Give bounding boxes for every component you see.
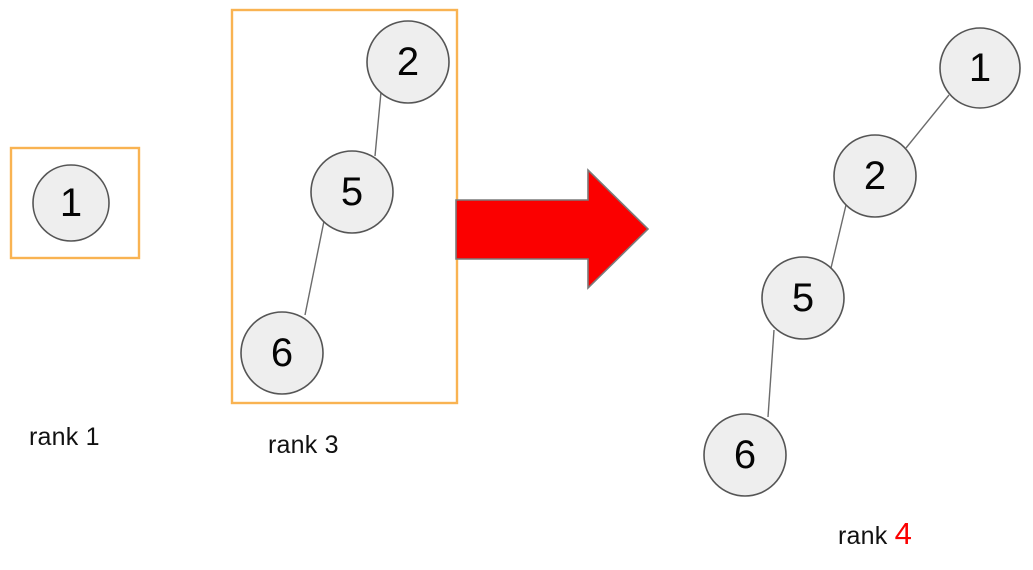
node-circle — [310, 150, 394, 234]
node-label: 2 — [864, 154, 886, 198]
node-label: 1 — [60, 181, 82, 225]
node-circle — [939, 27, 1021, 109]
edge-1-2 — [905, 94, 950, 149]
node-label: 6 — [271, 331, 293, 375]
merge-arrow-icon — [455, 168, 650, 290]
caption-rank-left-text: rank 1 — [29, 423, 100, 451]
left-group: 1 — [9, 146, 141, 260]
middle-group: 2 5 6 — [230, 8, 459, 405]
node-left-1[interactable]: 1 — [32, 164, 110, 242]
left-group-box — [9, 146, 141, 260]
node-circle — [366, 20, 450, 104]
right-group: 1 2 5 6 — [703, 27, 1021, 497]
node-mid-6[interactable]: 6 — [240, 311, 324, 395]
node-circle — [703, 413, 787, 497]
node-circle — [761, 256, 845, 340]
node-label: 5 — [792, 276, 814, 320]
node-label: 5 — [341, 170, 363, 214]
node-circle — [240, 311, 324, 395]
node-circle — [833, 134, 917, 218]
node-circle — [32, 164, 110, 242]
edge-2-5 — [830, 204, 847, 269]
node-right-2[interactable]: 2 — [833, 134, 917, 218]
caption-rank-right-accent: 4 — [894, 516, 913, 551]
edge-5-6 — [304, 220, 325, 316]
node-mid-5[interactable]: 5 — [310, 150, 394, 234]
node-right-5[interactable]: 5 — [761, 256, 845, 340]
node-label: 6 — [734, 433, 756, 477]
node-right-6[interactable]: 6 — [703, 413, 787, 497]
edge-2-5 — [374, 91, 382, 157]
node-label: 2 — [397, 40, 419, 84]
caption-rank-right: rank 4 — [838, 516, 912, 552]
node-right-1[interactable]: 1 — [939, 27, 1021, 109]
caption-rank-middle-text: rank 3 — [268, 431, 339, 459]
edge-5-6 — [767, 329, 775, 418]
node-label: 1 — [969, 46, 991, 90]
node-mid-2[interactable]: 2 — [366, 20, 450, 104]
caption-rank-left: rank 1 — [29, 423, 100, 452]
caption-rank-middle: rank 3 — [268, 431, 339, 460]
caption-rank-right-text: rank — [838, 522, 895, 550]
